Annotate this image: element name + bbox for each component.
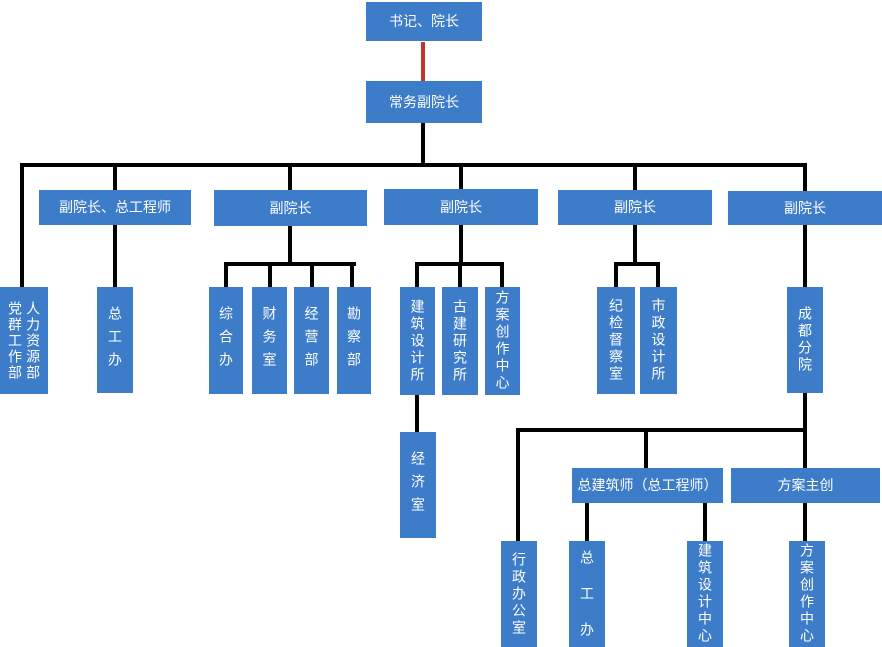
connector-line xyxy=(113,167,117,190)
connector-line xyxy=(614,266,618,287)
node-vice-dean-3: 副院长 xyxy=(558,190,712,225)
node-admin-office: 行政办公室 xyxy=(501,541,537,647)
connector-line xyxy=(803,503,807,541)
connector-line xyxy=(703,503,707,541)
node-label: 方案创作中心 xyxy=(799,543,816,645)
connector-line xyxy=(415,266,419,287)
connector-line xyxy=(633,225,637,262)
node-discipline-inspection-office: 纪检督察室 xyxy=(597,287,635,394)
node-label: 建筑设计所 xyxy=(409,298,426,384)
node-label: 书记、院长 xyxy=(389,13,459,30)
node-municipal-design-institute: 市政设计所 xyxy=(640,287,677,394)
node-vice-dean-4: 副院长 xyxy=(728,191,882,225)
connector-line xyxy=(633,167,637,190)
node-label: 党群工作部 xyxy=(7,300,23,381)
node-scheme-creation-center: 方案创作中心 xyxy=(485,287,520,395)
node-survey-dept: 勘察部 xyxy=(337,287,371,394)
node-label: 总建筑师（总工程师） xyxy=(577,477,718,494)
connector-rail xyxy=(224,262,356,266)
connector-line xyxy=(656,266,660,287)
node-vice-dean-1: 副院长 xyxy=(214,190,367,226)
node-branch-chief-engineer-office: 总 工 办 xyxy=(569,541,605,647)
node-label: 总 工 办 xyxy=(579,549,596,639)
connector-rail xyxy=(415,262,504,266)
connector-line xyxy=(421,123,425,167)
node-label: 副院长 xyxy=(784,199,826,216)
node-chengdu-branch: 成都分院 xyxy=(787,287,823,393)
connector-bus xyxy=(20,163,807,167)
connector-line xyxy=(459,225,463,262)
connector-line xyxy=(224,266,228,287)
node-vice-dean-2: 副院长 xyxy=(384,189,538,225)
connector-line xyxy=(803,167,807,191)
node-label: 人力资源部 xyxy=(25,300,42,381)
node-chief-engineer-office: 总工办 xyxy=(97,287,133,393)
node-economics-office: 经济室 xyxy=(400,432,436,538)
connector-rail xyxy=(516,428,807,432)
node-label: 经济室 xyxy=(410,450,427,520)
node-general-office: 综合办 xyxy=(209,287,243,394)
node-label: 综合办 xyxy=(218,306,235,375)
node-ancient-architecture-institute: 古建研究所 xyxy=(442,287,478,395)
connector-line xyxy=(585,503,589,541)
connector-line xyxy=(803,393,807,428)
connector-line xyxy=(803,432,807,468)
node-vice-dean-chief-engineer: 副院长、总工程师 xyxy=(39,190,191,225)
connector-line xyxy=(113,225,117,287)
connector-rail xyxy=(614,262,660,266)
node-label: 方案创作中心 xyxy=(494,290,511,392)
connector-line xyxy=(288,167,292,190)
connector-line xyxy=(350,266,354,287)
node-chief-architect: 总建筑师（总工程师） xyxy=(572,468,723,503)
connector-line xyxy=(268,266,272,287)
node-label: 勘察部 xyxy=(346,306,363,375)
connector-line xyxy=(500,266,504,287)
connector-line xyxy=(288,226,292,262)
node-label: 成都分院 xyxy=(797,306,814,374)
connector-line xyxy=(415,395,419,432)
connector-line xyxy=(20,163,24,287)
node-architecture-design-center: 建筑设计中心 xyxy=(687,541,723,647)
node-label: 副院长 xyxy=(440,198,482,215)
connector-line xyxy=(516,432,520,541)
connector-line xyxy=(459,167,463,189)
node-label: 常务副院长 xyxy=(389,93,459,110)
node-label: 经营部 xyxy=(303,306,320,375)
node-label: 财务室 xyxy=(261,306,278,375)
connector-line xyxy=(803,225,807,287)
node-architecture-design-institute: 建筑设计所 xyxy=(400,287,435,395)
connector-line xyxy=(458,266,462,287)
node-executive-vice-dean: 常务副院长 xyxy=(366,81,482,123)
node-party-mass-and-hr-dept: 党群工作部 人力资源部 xyxy=(0,287,48,394)
node-finance-office: 财务室 xyxy=(252,287,287,394)
node-label: 纪检督察室 xyxy=(608,298,625,383)
node-label: 副院长 xyxy=(269,199,312,216)
node-label: 总工办 xyxy=(107,305,124,375)
node-secretary-dean: 书记、院长 xyxy=(366,2,482,41)
node-business-dept: 经营部 xyxy=(294,287,329,394)
node-scheme-lead: 方案主创 xyxy=(731,468,880,503)
connector-line xyxy=(644,432,648,468)
node-branch-scheme-creation-center: 方案创作中心 xyxy=(789,541,825,647)
node-label: 方案主创 xyxy=(777,477,834,494)
connector-line xyxy=(310,266,314,287)
node-label: 古建研究所 xyxy=(452,298,469,384)
node-label: 市政设计所 xyxy=(650,298,667,383)
connector-red-secretary-execvice xyxy=(421,42,425,82)
node-label: 行政办公室 xyxy=(511,551,528,637)
node-label: 建筑设计中心 xyxy=(697,543,714,645)
node-label: 副院长 xyxy=(614,199,656,216)
node-label: 副院长、总工程师 xyxy=(59,199,171,216)
